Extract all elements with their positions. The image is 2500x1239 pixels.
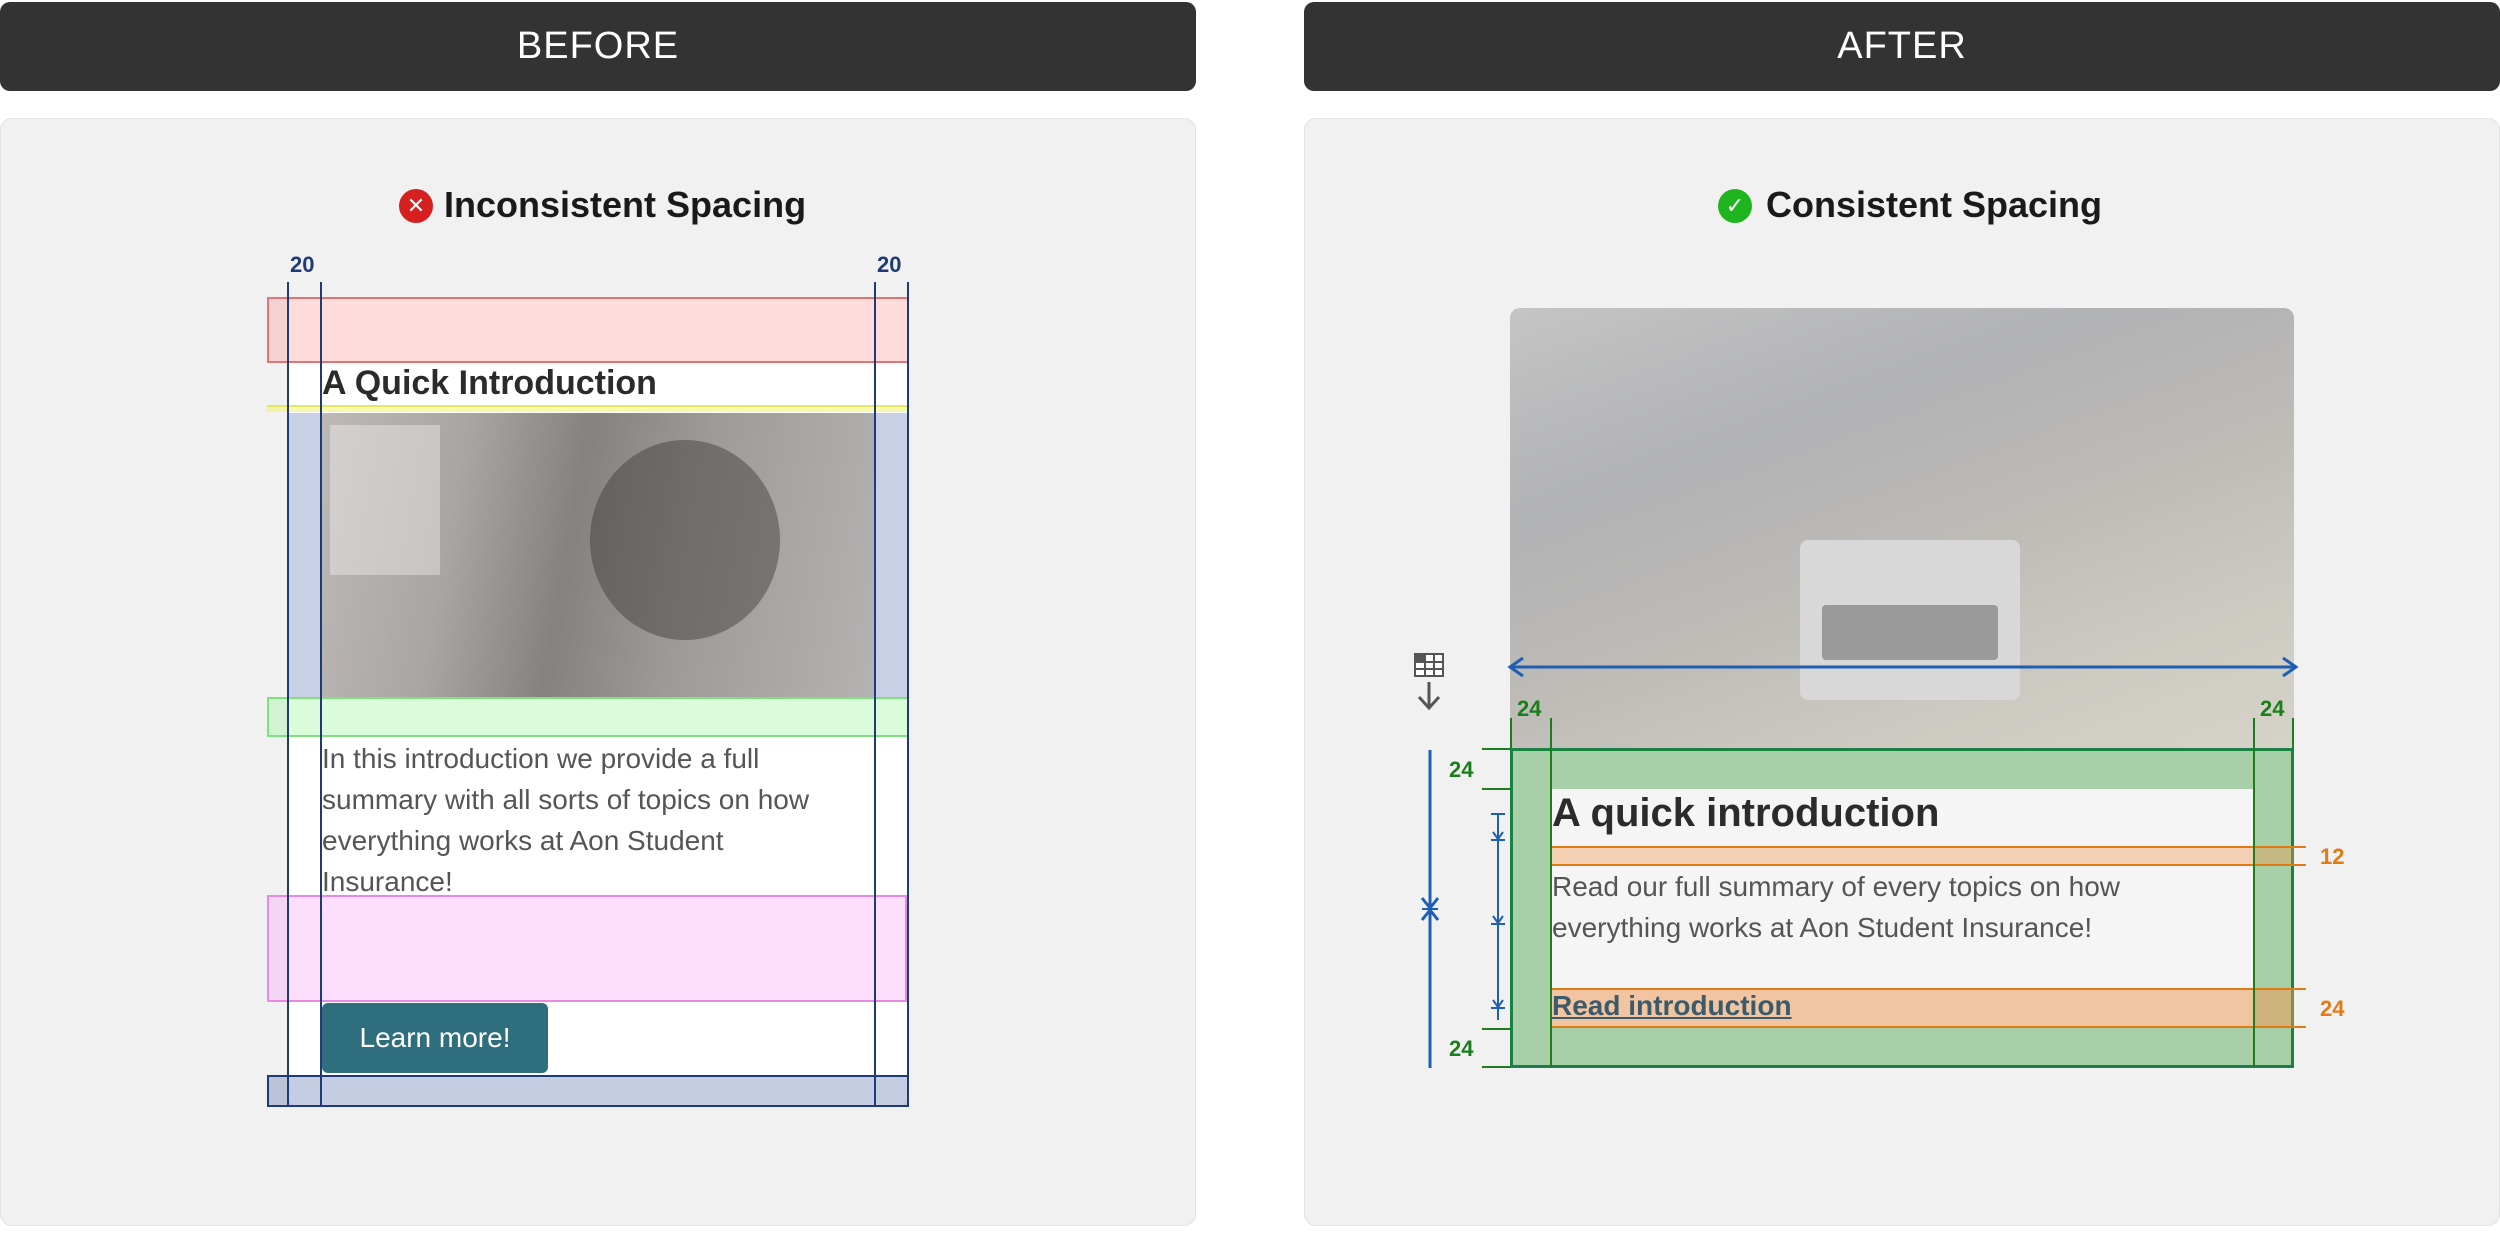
spacing-band-bottom <box>267 1075 909 1107</box>
after-title: Consistent Spacing <box>1766 184 2103 225</box>
padding-bottom-band <box>1511 1028 2293 1066</box>
before-measure-right: 20 <box>877 252 902 277</box>
spacing-band-top <box>267 297 909 363</box>
guide-line <box>1510 718 1512 748</box>
spacing-band-right <box>875 413 908 697</box>
guide-line <box>2294 988 2306 990</box>
guide-line <box>2294 864 2306 866</box>
guide-line <box>2294 846 2306 848</box>
before-card-image <box>320 413 876 697</box>
guide-line <box>1482 788 1510 790</box>
after-header-label: AFTER <box>1837 25 1967 67</box>
after-header: AFTER <box>1304 2 2500 91</box>
guide-line <box>1482 1028 1510 1030</box>
gap-heading-label: 12 <box>2320 844 2345 869</box>
check-icon: ✓ <box>1718 189 1752 223</box>
read-introduction-link[interactable]: Read introduction <box>1552 990 1792 1021</box>
pad-bottom-label: 24 <box>1449 1036 1474 1061</box>
padding-frame <box>1510 748 2294 1068</box>
before-card-body: In this introduction we provide a full s… <box>322 743 810 897</box>
gap-arrows-icon <box>1491 813 1505 1020</box>
learn-more-button[interactable]: Learn more! <box>322 1003 548 1073</box>
error-x-icon: ✕ <box>399 189 433 223</box>
after-card-body: Read our full summary of every topics on… <box>1552 871 2121 943</box>
guide-line <box>874 282 876 1107</box>
spacing-band-heading <box>267 405 909 412</box>
padding-left-band <box>1511 789 1550 1028</box>
padding-top-band <box>1511 750 2293 789</box>
height-arrow-icon <box>1420 750 1440 1068</box>
spacing-band-left <box>288 413 321 697</box>
pad-top-label: 24 <box>1449 757 1474 782</box>
spacing-band-body <box>267 895 907 1002</box>
guide-line <box>1482 748 1510 750</box>
pad-left-label: 24 <box>1517 696 1542 721</box>
image-building-window <box>330 425 440 575</box>
gap-band-heading <box>1550 846 2294 866</box>
spacing-band-image <box>267 697 909 737</box>
guide-line <box>2253 718 2255 1068</box>
before-header: BEFORE <box>0 2 1196 91</box>
guide-line <box>320 282 322 1107</box>
image-laptop-keys <box>1822 605 1998 660</box>
before-card-heading: A Quick Introduction <box>322 364 657 402</box>
gap-band-link <box>1550 988 2294 1028</box>
guide-line <box>287 282 289 1107</box>
guide-line <box>2292 718 2294 748</box>
guide-line <box>1550 718 1552 1068</box>
before-header-label: BEFORE <box>516 25 680 67</box>
before-title: Inconsistent Spacing <box>444 184 807 225</box>
gap-link-label: 24 <box>2320 996 2345 1021</box>
guide-line <box>2294 1026 2306 1028</box>
pad-right-label: 24 <box>2260 696 2285 721</box>
guide-line <box>907 282 909 1107</box>
before-measure-left: 20 <box>290 252 315 277</box>
after-card-heading: A quick introduction <box>1552 791 1940 835</box>
image-person-figure <box>590 440 780 640</box>
width-arrow-icon <box>1507 656 2299 678</box>
guide-line <box>1482 1066 1510 1068</box>
hug-contents-icon <box>1414 653 1444 711</box>
